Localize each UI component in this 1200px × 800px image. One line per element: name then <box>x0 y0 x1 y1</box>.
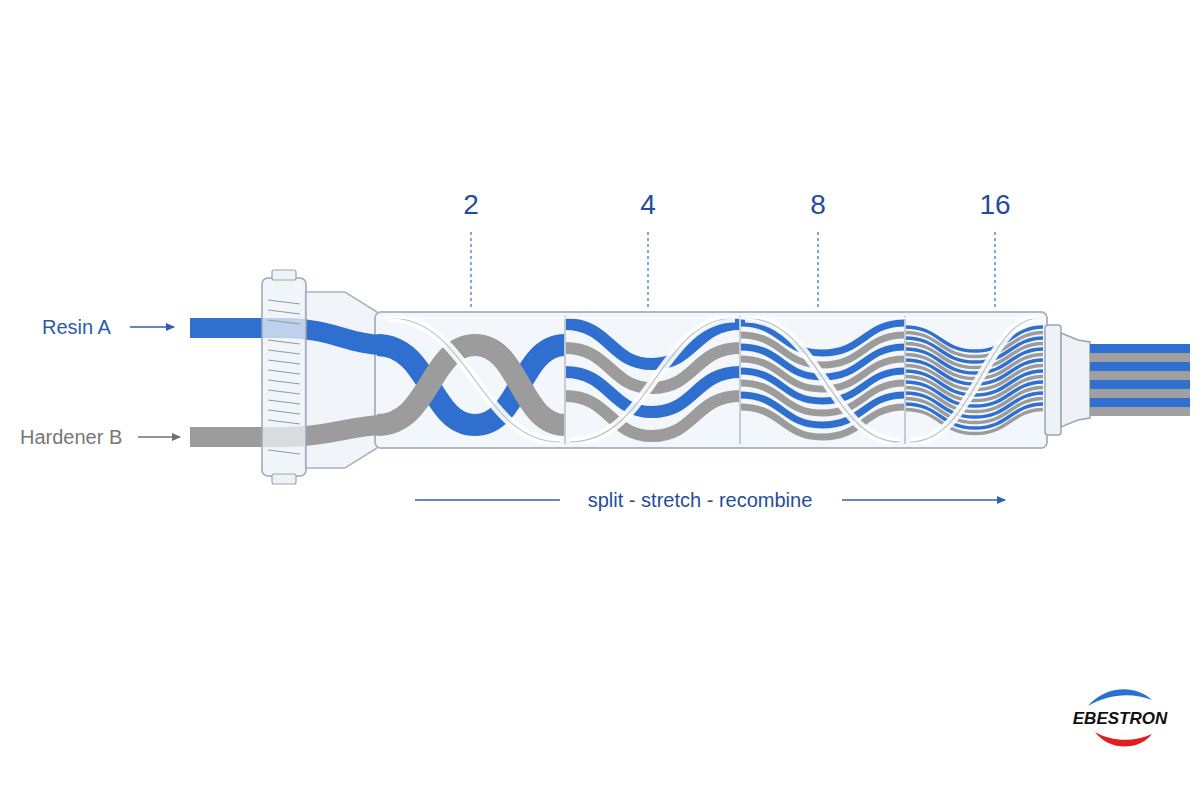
logo-swoosh <box>1095 732 1152 747</box>
callout-number: 4 <box>640 189 656 221</box>
threaded-nut <box>262 270 306 484</box>
inlet-arrow <box>138 436 180 438</box>
callout-number: 2 <box>463 189 479 221</box>
leader-lines <box>471 232 995 310</box>
callout-number: 8 <box>810 189 826 221</box>
leader-line <box>817 232 818 310</box>
inlet-label: Hardener B <box>20 426 122 449</box>
flow-line <box>415 499 560 500</box>
leader-line <box>647 232 648 310</box>
flow-arrow <box>842 499 1005 500</box>
leader-line <box>994 232 995 310</box>
inlet-label: Resin A <box>42 316 111 339</box>
nozzle-tip <box>1061 333 1090 427</box>
callout-number: 16 <box>979 189 1010 221</box>
mixed-output <box>1090 344 1190 416</box>
nozzle <box>1045 325 1061 435</box>
inlet-arrow <box>130 326 174 328</box>
mixer-tube <box>375 312 1047 448</box>
leader-line <box>470 232 471 310</box>
process-note: split - stretch - recombine <box>588 489 813 512</box>
helical-blades <box>390 316 1040 444</box>
logo-swoosh <box>1088 689 1152 706</box>
logo-watermark: EBESTRON <box>1073 709 1167 729</box>
